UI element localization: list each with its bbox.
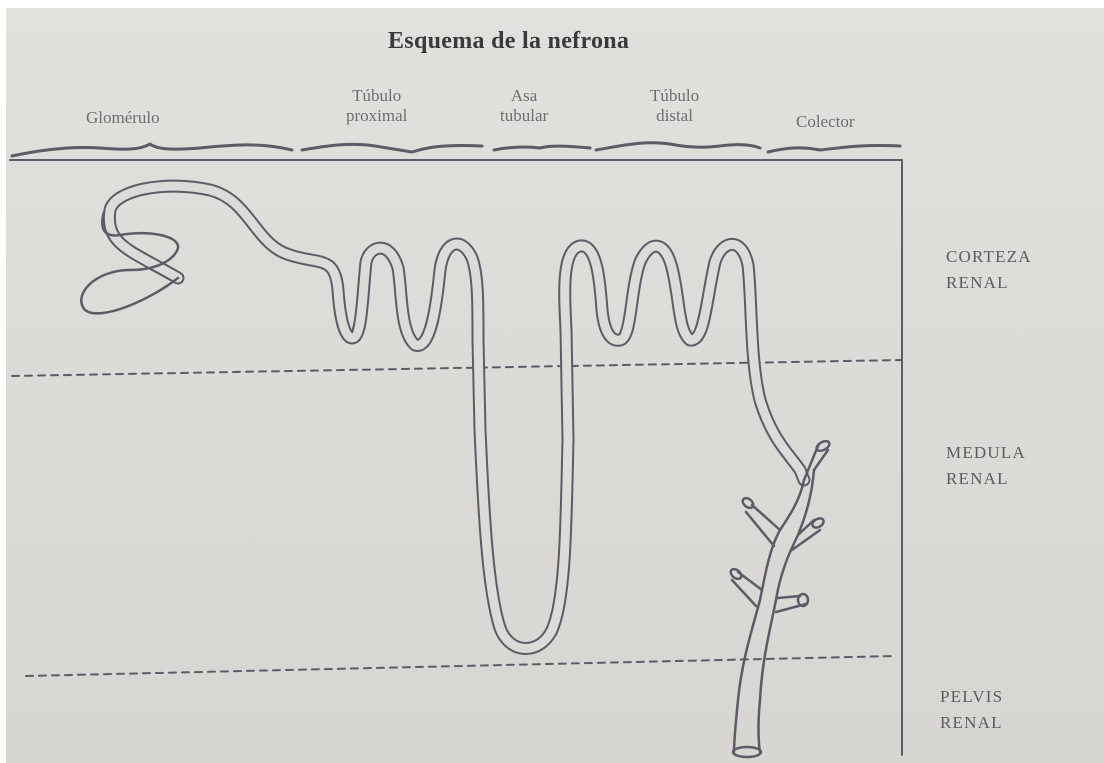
glomerulus-capsule xyxy=(81,212,178,313)
brace-tubulo-distal xyxy=(596,143,760,150)
brace-asa-tubular xyxy=(494,146,590,150)
tubule-lumen xyxy=(109,186,804,648)
segment-braces xyxy=(12,143,900,156)
branch-left-lower-tip xyxy=(729,567,743,581)
brace-glomerulo xyxy=(12,144,292,156)
duct-right-edge xyxy=(759,470,815,752)
capsule-outline xyxy=(81,212,178,313)
branch-left-upper-tip xyxy=(741,496,755,510)
brace-tubulo-proximal xyxy=(302,144,482,152)
divider-corteza-medula xyxy=(12,360,902,376)
branch-right-lower xyxy=(776,596,806,612)
duct-outlet xyxy=(733,747,761,757)
collecting-duct xyxy=(729,439,831,757)
tubule-outer xyxy=(109,186,804,648)
brace-colector xyxy=(768,145,900,152)
branch-right-upper xyxy=(792,520,820,550)
nephron-tubule xyxy=(109,186,804,648)
branch-right-upper-tip xyxy=(811,517,825,530)
branch-left-lower xyxy=(732,572,762,606)
